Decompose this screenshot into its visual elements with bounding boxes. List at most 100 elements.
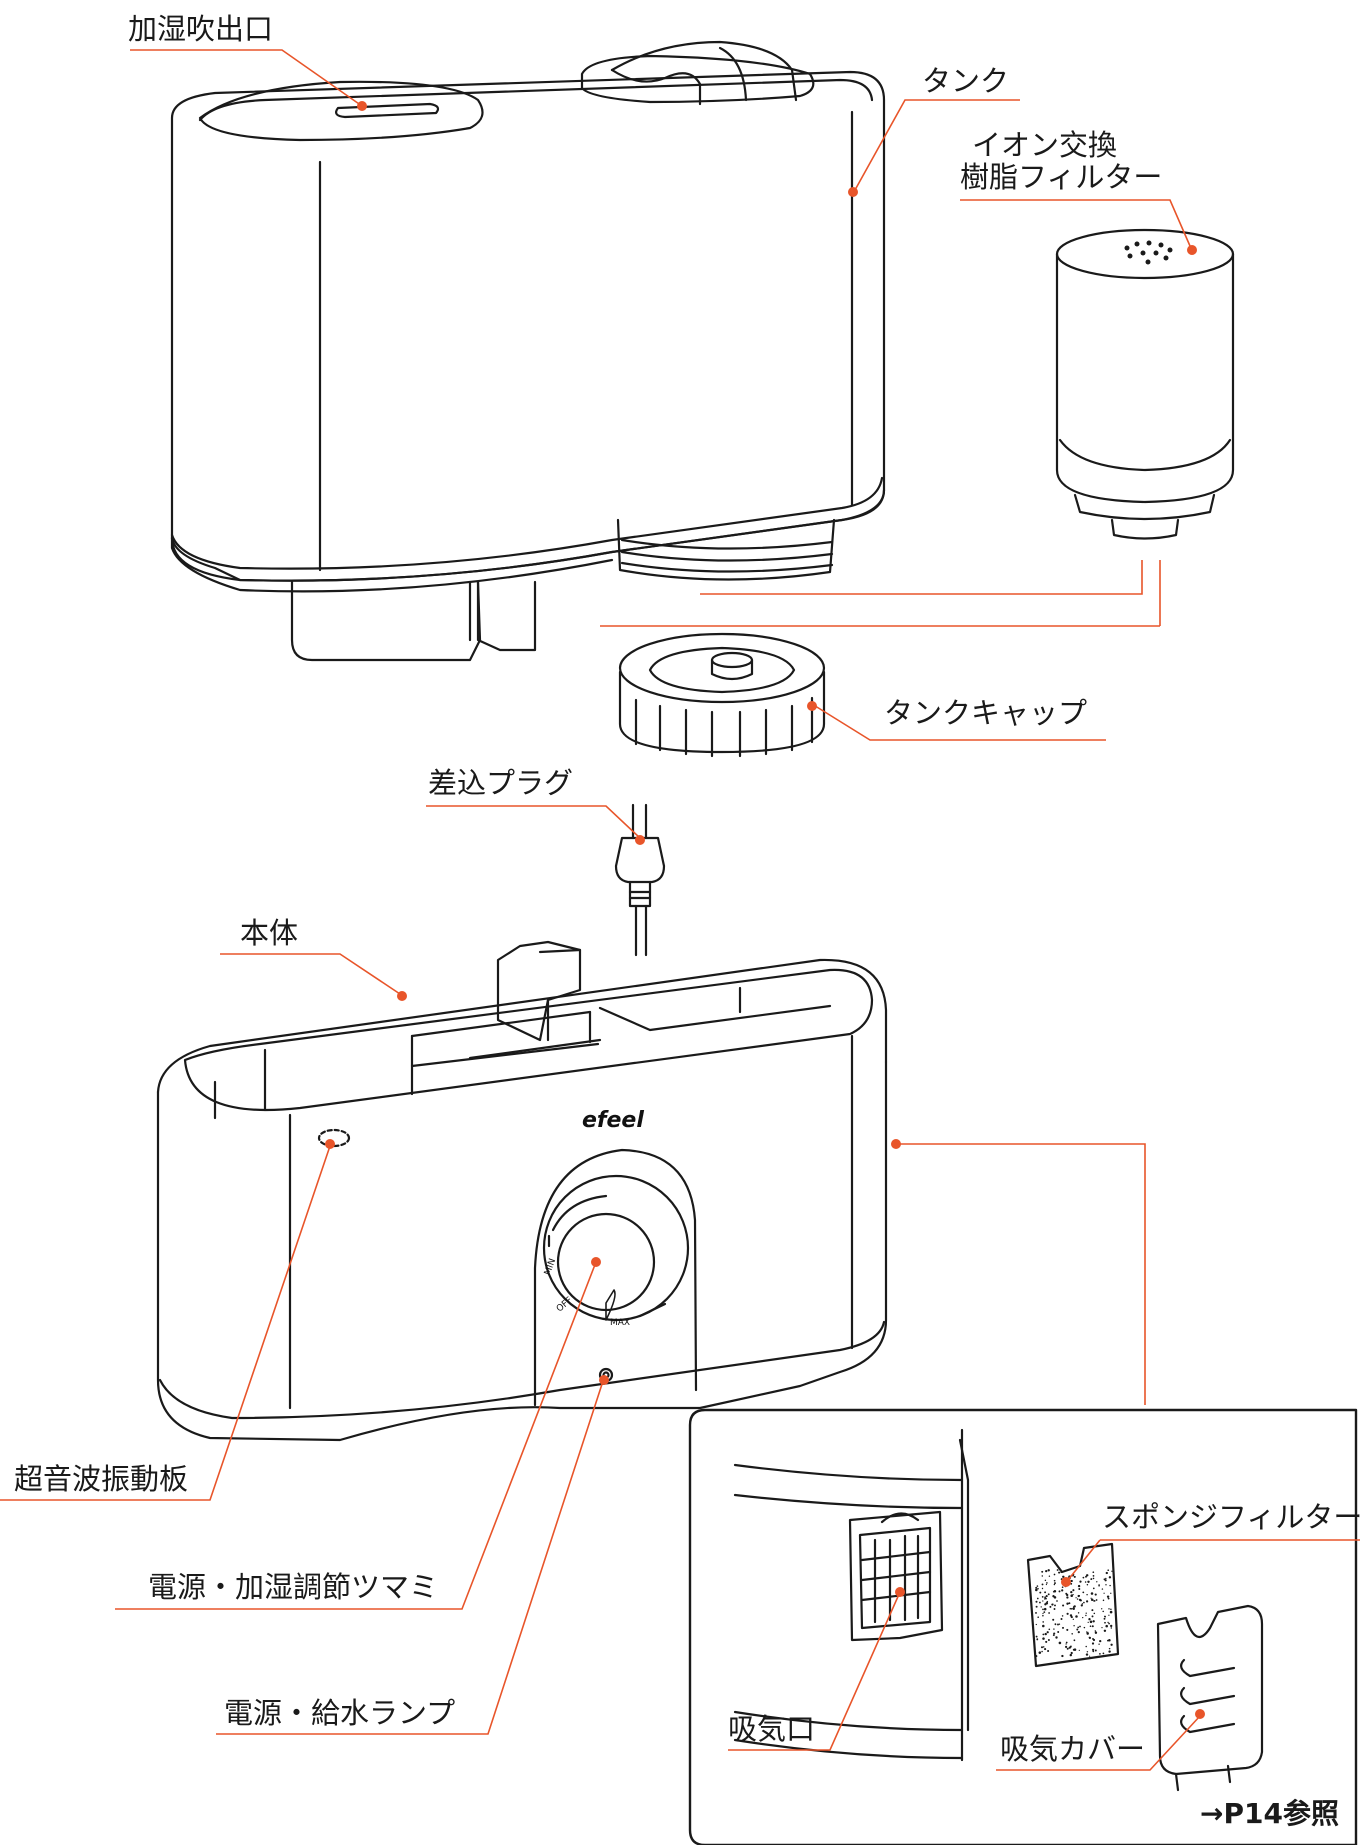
sponge-dot: [1072, 1618, 1074, 1620]
sponge-dot: [1053, 1583, 1056, 1586]
sponge-dot: [1042, 1614, 1044, 1617]
sponge-dot: [1092, 1575, 1095, 1577]
sponge-dot: [1078, 1649, 1080, 1652]
sponge-dot: [1090, 1598, 1094, 1601]
sponge-dot: [1048, 1628, 1051, 1631]
sponge-dot: [1099, 1653, 1101, 1655]
sponge-dot: [1091, 1615, 1094, 1618]
sponge-dot: [1089, 1620, 1093, 1624]
sponge-dot: [1041, 1650, 1043, 1653]
sponge-dot: [1085, 1600, 1089, 1603]
label-ultrasonic-plate: 超音波振動板: [14, 1462, 189, 1496]
sponge-dot: [1053, 1573, 1056, 1576]
sponge-dot: [1041, 1570, 1044, 1573]
sponge-dot: [1066, 1602, 1069, 1605]
sponge-dot: [1042, 1608, 1044, 1611]
sponge-dot: [1075, 1597, 1077, 1599]
sponge-dot: [1108, 1614, 1110, 1616]
sponge-dot: [1073, 1605, 1076, 1608]
sponge-dot: [1111, 1570, 1113, 1572]
sponge-dot: [1101, 1588, 1104, 1590]
sponge-dot: [1076, 1628, 1079, 1631]
sponge-dot: [1044, 1596, 1046, 1599]
sponge-dot: [1061, 1586, 1064, 1589]
sponge-dot: [1045, 1569, 1048, 1573]
sponge-dot: [1042, 1612, 1044, 1615]
sponge-dot: [1037, 1616, 1039, 1618]
brand-logo: efeel: [582, 1108, 644, 1133]
sponge-dot: [1065, 1643, 1067, 1645]
sponge-dot: [1094, 1593, 1097, 1596]
sponge-dot: [1105, 1624, 1108, 1628]
sponge-dot: [1103, 1617, 1106, 1620]
label-air-intake: 吸気口: [728, 1712, 816, 1746]
sponge-dot: [1081, 1603, 1084, 1605]
sponge-dot: [1062, 1626, 1064, 1629]
sponge-dot: [1086, 1632, 1089, 1635]
sponge-dot: [1042, 1624, 1045, 1628]
sponge-dot: [1070, 1579, 1073, 1583]
sponge-dot: [1039, 1591, 1042, 1594]
sponge-dot: [1077, 1631, 1080, 1634]
sponge-dot: [1105, 1577, 1107, 1580]
sponge-dot: [1036, 1585, 1039, 1587]
sponge-dot: [1060, 1618, 1063, 1620]
sponge-dot: [1073, 1639, 1076, 1642]
label-ion-filter-line2: 樹脂フィルター: [960, 160, 1163, 194]
sponge-dot: [1068, 1602, 1071, 1605]
sponge-dot: [1037, 1587, 1039, 1590]
sponge-dot: [1069, 1607, 1072, 1610]
sponge-dot: [1061, 1589, 1064, 1592]
sponge-dot: [1092, 1620, 1095, 1623]
sponge-dot: [1052, 1595, 1055, 1598]
sponge-dot: [1060, 1571, 1062, 1574]
sponge-dot: [1035, 1605, 1038, 1608]
sponge-dot: [1042, 1633, 1045, 1636]
sponge-dot: [1078, 1594, 1081, 1597]
tank-cap-drawing: [618, 632, 826, 758]
sponge-dot: [1046, 1631, 1049, 1634]
sponge-dot: [1038, 1651, 1042, 1654]
sponge-dot: [1041, 1596, 1044, 1598]
sponge-dot: [1107, 1569, 1110, 1572]
sponge-dot: [1038, 1601, 1041, 1604]
sponge-dot: [1066, 1647, 1069, 1650]
sponge-dot: [1092, 1650, 1095, 1653]
sponge-dot: [1072, 1593, 1074, 1596]
sponge-dot: [1101, 1626, 1103, 1629]
sponge-dot: [1052, 1618, 1055, 1621]
sponge-dot: [1079, 1625, 1081, 1628]
sponge-dot: [1108, 1639, 1111, 1642]
sponge-dot: [1043, 1611, 1046, 1613]
sponge-dot: [1057, 1631, 1060, 1633]
sponge-dot: [1103, 1592, 1105, 1594]
sponge-dot: [1035, 1588, 1038, 1592]
tank-drawing: [170, 40, 886, 662]
sponge-dot: [1058, 1571, 1061, 1574]
sponge-dot: [1091, 1625, 1094, 1628]
sponge-dot: [1110, 1624, 1113, 1628]
sponge-dot: [1085, 1574, 1089, 1577]
sponge-dot: [1102, 1599, 1105, 1602]
sponge-dot: [1086, 1593, 1088, 1596]
label-humidifier-outlet: 加湿吹出口: [128, 12, 274, 46]
sponge-dot: [1048, 1575, 1051, 1577]
label-body: 本体: [240, 916, 299, 950]
sponge-dot: [1075, 1615, 1078, 1618]
sponge-dot: [1092, 1648, 1095, 1651]
sponge-dot: [1108, 1647, 1111, 1650]
sponge-dot: [1088, 1636, 1092, 1640]
sponge-dot: [1046, 1600, 1049, 1603]
sponge-dot: [1054, 1604, 1056, 1607]
sponge-dot: [1083, 1601, 1085, 1604]
sponge-dot: [1092, 1577, 1095, 1580]
sponge-dot: [1110, 1608, 1112, 1610]
inset-drawing: [688, 1408, 1358, 1845]
sponge-dot: [1072, 1608, 1075, 1610]
sponge-dot: [1046, 1582, 1048, 1584]
sponge-dot: [1058, 1623, 1061, 1625]
sponge-dot: [1042, 1621, 1045, 1623]
sponge-dot: [1061, 1615, 1064, 1617]
sponge-dot: [1070, 1651, 1073, 1655]
sponge-dot: [1042, 1637, 1045, 1640]
